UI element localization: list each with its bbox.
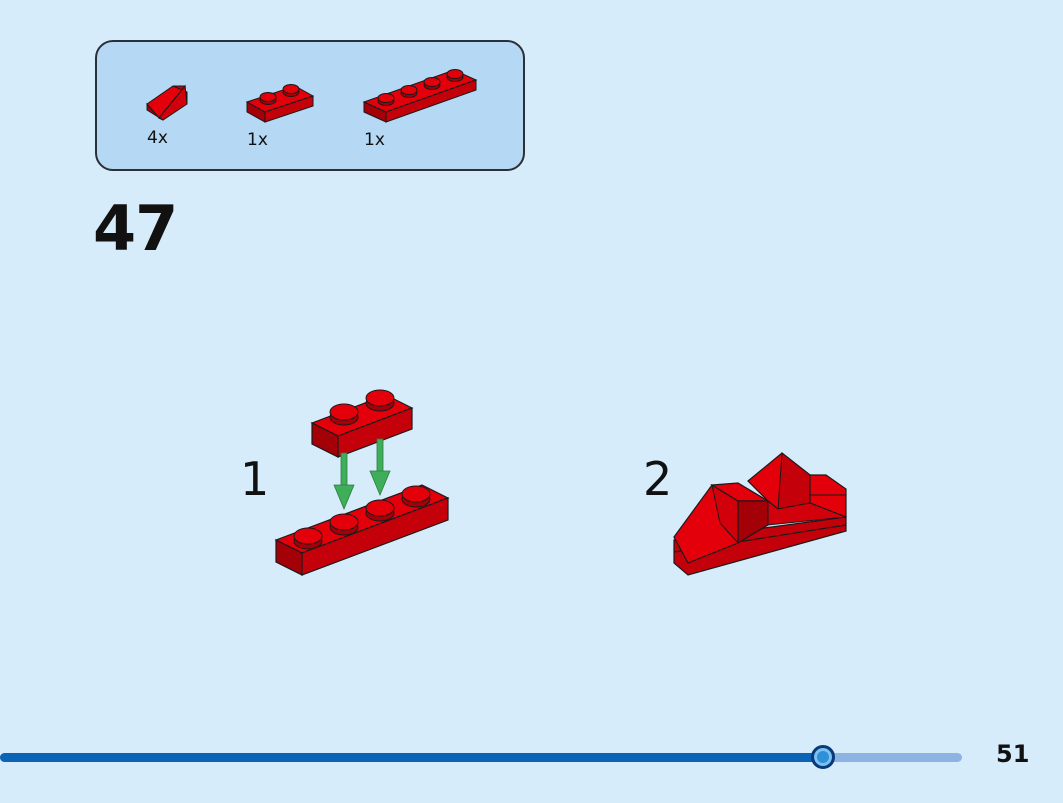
substep-2-illustration: [673, 452, 847, 576]
plate-1x2-icon: [245, 84, 315, 123]
substep-label-1: 1: [240, 452, 270, 506]
step-number: 47: [93, 192, 178, 265]
substep-label-2: 2: [643, 452, 673, 506]
down-arrow-icon: [333, 452, 355, 511]
part-qty-slope: 4x: [147, 128, 168, 148]
slope-brick-icon: [146, 84, 188, 121]
plate-1x4-icon: [362, 69, 478, 123]
plate-1x4-base: [274, 484, 450, 576]
slope-assembly: [673, 452, 847, 576]
page-number: 51: [996, 740, 1030, 768]
part-qty-plate-1x2: 1x: [247, 130, 268, 150]
down-arrow-icon: [369, 438, 391, 497]
plate-1x2-top: [310, 389, 414, 458]
progress-knob[interactable]: [810, 745, 835, 769]
progress-fill: [0, 753, 823, 762]
part-qty-plate-1x4: 1x: [364, 130, 385, 150]
parts-callout: 4x 1x 1x: [95, 40, 525, 171]
substep-1-illustration: [274, 389, 450, 576]
progress-bar: [0, 745, 962, 769]
